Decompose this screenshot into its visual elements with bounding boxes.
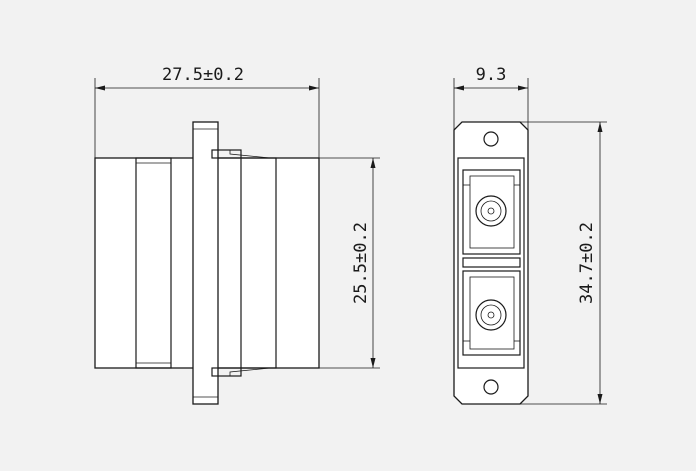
side-collar-top [211,149,242,159]
front-port-bottom [462,270,521,356]
dim-front-height-arrow-top [597,122,603,132]
dim-side-height-arrow-top [370,158,376,168]
front-view: 9.3 34.7±0.2 [453,65,607,405]
front-port-bottom-ferrule-inner [480,304,502,326]
dim-side-height-arrow-bottom [370,358,376,368]
front-port-bottom-ferrule-core [487,311,495,319]
side-left-band [135,157,172,369]
side-collar-bottom [211,367,242,377]
side-view: 27.5±0.2 25.5±0.2 [94,65,380,405]
dim-front-height-arrow-bottom [597,394,603,404]
dim-side-width-arrow-left [95,85,105,91]
dim-side-width-label: 27.5±0.2 [162,65,244,85]
front-mount-hole-bottom [483,379,499,395]
front-port-bottom-inner [469,276,515,350]
front-inner-frame [457,157,525,369]
dim-side-width-arrow-right [309,85,319,91]
front-port-top-ferrule-outer [475,195,507,227]
front-plate [453,121,529,405]
front-port-top-ferrule-core [487,207,495,215]
dim-front-height-label: 34.7±0.2 [577,222,597,304]
dim-front-width-arrow-left [454,85,464,91]
dim-side-height-label: 25.5±0.2 [351,222,371,304]
dim-front-width-label: 9.3 [476,65,507,85]
side-clip-top [229,150,271,159]
side-clip-bottom [229,367,271,376]
front-port-top-inner [469,175,515,249]
front-port-bottom-ferrule-outer [475,299,507,331]
front-separator [462,257,521,268]
front-mount-hole-top [483,131,499,147]
side-flange [192,121,219,405]
front-port-top [462,169,521,255]
dim-front-width-arrow-right [518,85,528,91]
front-port-top-ferrule-inner [480,200,502,222]
